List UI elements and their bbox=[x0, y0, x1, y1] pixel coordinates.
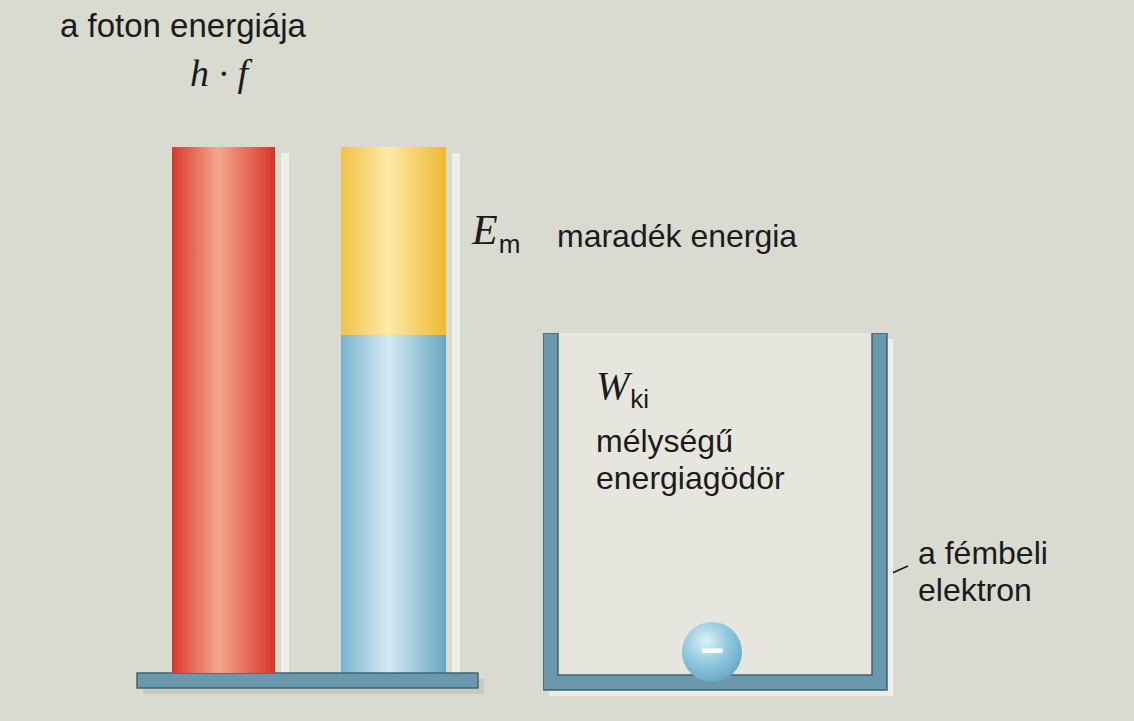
work-function-bar bbox=[341, 335, 446, 673]
electron-ball: − bbox=[682, 622, 742, 682]
photon-energy-bar: a foton energiájah · f bbox=[172, 147, 275, 673]
symbol-label: E bbox=[472, 206, 498, 254]
bar-shadow bbox=[452, 153, 460, 673]
bar-heading: a foton energiája bbox=[60, 7, 306, 45]
energy-label: maradék energia bbox=[557, 218, 797, 255]
subscript-label: m bbox=[499, 230, 521, 260]
bar-shadow bbox=[281, 153, 289, 673]
subscript-label: ki bbox=[630, 385, 649, 415]
energy-well: Wki mélységű energiagödör − bbox=[543, 333, 887, 690]
formula-label: h · f bbox=[190, 52, 248, 96]
base-plate bbox=[137, 673, 478, 688]
symbol-label: W bbox=[596, 363, 629, 409]
callout-label: a fémbeli elektron bbox=[918, 535, 1130, 609]
charge-sign: − bbox=[700, 627, 723, 673]
remaining-energy-bar bbox=[341, 147, 446, 335]
well-label: mélységű energiagödör bbox=[596, 423, 846, 497]
well-wall bbox=[543, 333, 887, 690]
